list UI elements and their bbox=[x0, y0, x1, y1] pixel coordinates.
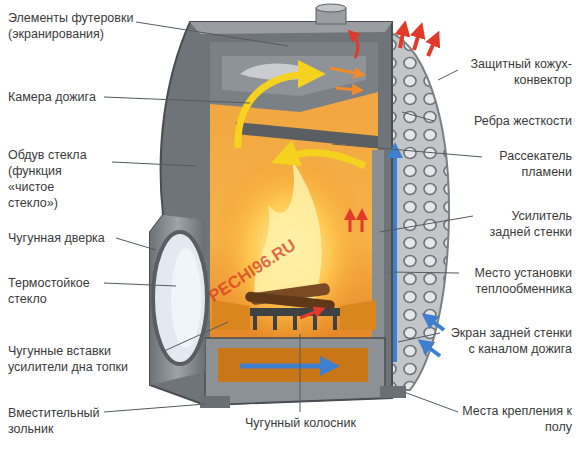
part-label: Усилитель задней стенки bbox=[477, 208, 572, 240]
part-label: Рассекатель пламени bbox=[482, 148, 572, 180]
part-label: Элементы футеровки (экранирования) bbox=[8, 10, 148, 42]
part-label: Экран задней стенки с каналом дожига bbox=[444, 325, 572, 357]
part-label: Термостойкое стекло bbox=[8, 275, 103, 307]
part-label: Защитный кожух-конвектор bbox=[462, 56, 572, 88]
part-label: Обдув стекла (функция «чистое стекло») bbox=[8, 147, 106, 211]
part-label: Место установки теплообменника bbox=[462, 265, 572, 297]
part-label: Вместительный зольник bbox=[8, 405, 118, 437]
part-label: Чугунная дверка bbox=[8, 230, 148, 246]
part-label: Чугунный колосник bbox=[245, 415, 405, 431]
part-label: Камера дожига bbox=[8, 89, 148, 105]
part-label: Чугунные вставки усилители дна топки bbox=[8, 343, 158, 375]
part-label: Ребра жесткости bbox=[432, 113, 572, 129]
part-label: Места крепления к полу bbox=[462, 403, 572, 435]
